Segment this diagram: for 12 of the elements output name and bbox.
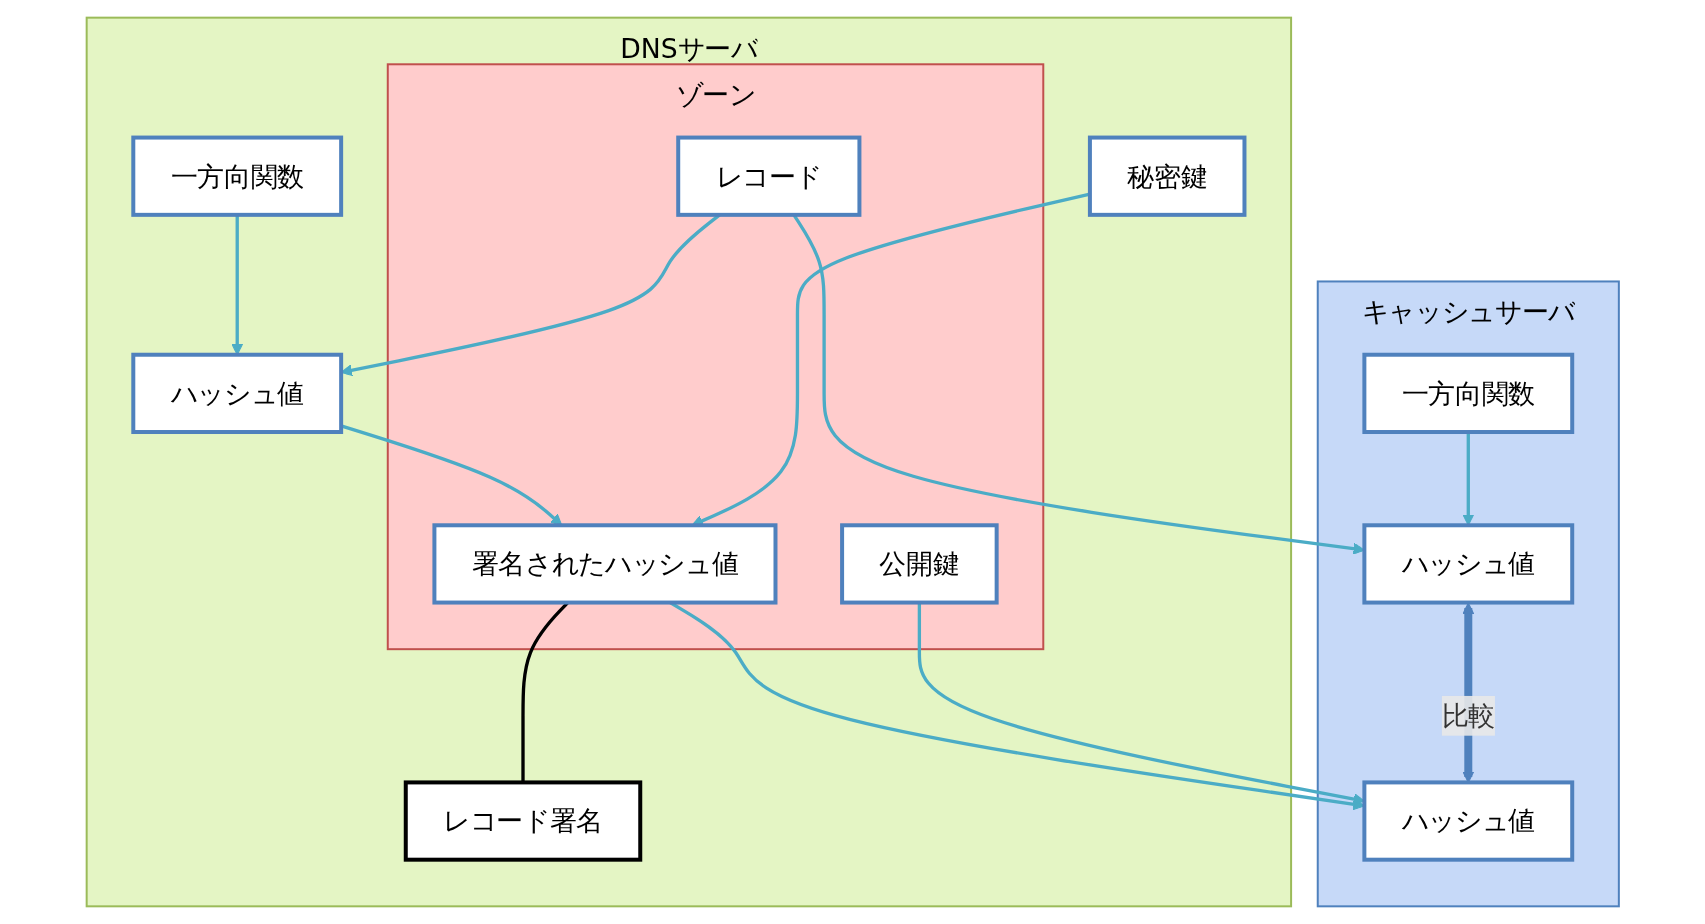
node-box: 一方向関数 bbox=[1362, 352, 1574, 434]
edge-label: 比較 bbox=[1441, 699, 1495, 732]
node-box: レコード bbox=[675, 135, 862, 217]
node-box: 公開鍵 bbox=[839, 523, 999, 605]
node-box: レコード署名 bbox=[403, 780, 642, 862]
node-box: ハッシュ値 bbox=[1362, 780, 1574, 862]
node-box: 秘密鍵 bbox=[1087, 135, 1247, 217]
node-box: ハッシュ値 bbox=[131, 352, 343, 434]
node-box: 一方向関数 bbox=[131, 135, 343, 217]
node-box: ハッシュ値 bbox=[1362, 523, 1574, 605]
node-box: 署名されたハッシュ値 bbox=[432, 523, 778, 605]
arrow bbox=[1462, 432, 1474, 526]
